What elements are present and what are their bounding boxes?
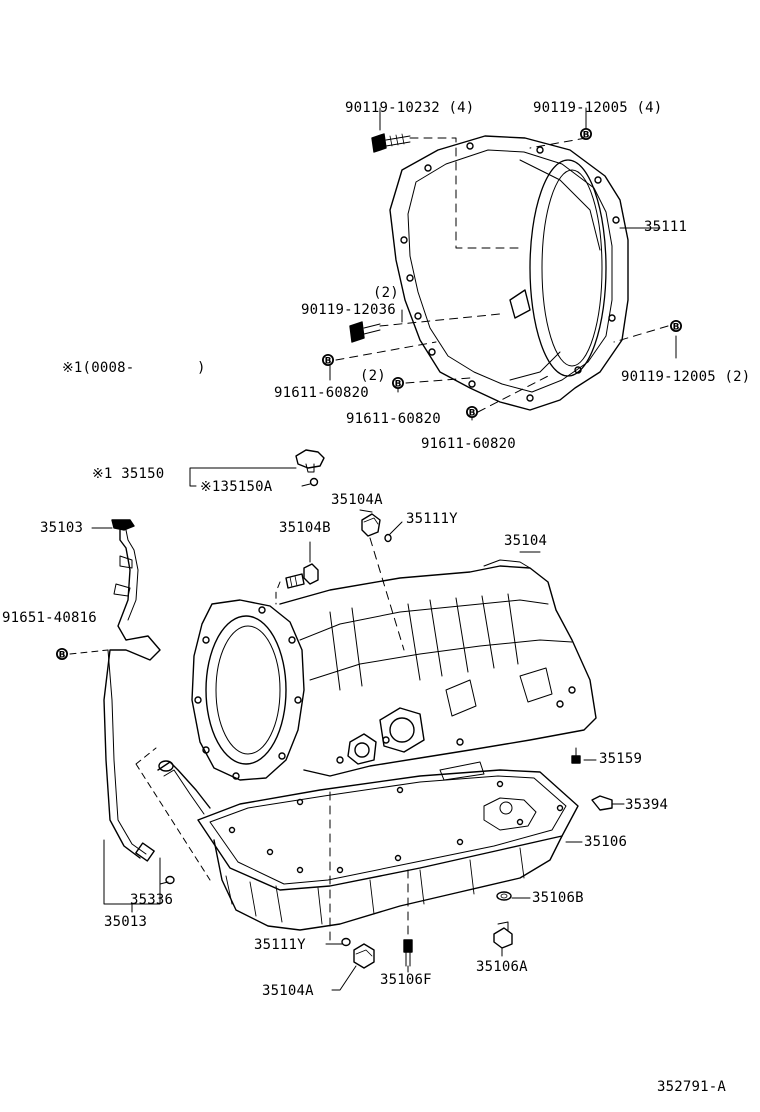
oring-upper-icon [384, 533, 392, 543]
label-drain-plug: 35106A [476, 959, 528, 975]
label-bolt-top-left: 90119-10232 (4) [345, 100, 475, 116]
circle-b-icon: B [392, 377, 404, 390]
label-oring-upper: 35111Y [406, 511, 458, 527]
bolt-top-left-icon [371, 133, 411, 153]
label-oil-pan: 35106 [584, 834, 628, 850]
label-stud-2: 91611-60820 [346, 411, 441, 427]
bolt-mid-icon [349, 321, 381, 343]
gasket-icon [496, 891, 512, 901]
svg-text:B: B [59, 651, 66, 661]
label-solenoid-sensor: ※1 35150 [92, 466, 165, 482]
circle-b-icon: B [670, 320, 682, 333]
fitting-icon [285, 563, 319, 589]
solenoid-sensor-icon [295, 449, 325, 487]
label-bolt-mid-qty: (2) [373, 285, 399, 301]
label-strainer: 35394 [625, 797, 669, 813]
label-bolt-pan: 35106F [380, 972, 432, 988]
label-gasket: 35106B [532, 890, 584, 906]
transmission-case [191, 559, 597, 781]
label-figure-code: 352791-A [657, 1079, 727, 1095]
label-note-range-close: ) [197, 360, 206, 376]
magnet-icon [571, 755, 581, 764]
label-housing: 35111 [644, 219, 688, 235]
circle-b-markers: B B B B B B [56, 128, 682, 661]
circle-b-icon: B [466, 406, 478, 419]
label-magnet: 35159 [599, 751, 643, 767]
circle-b-icon: B [56, 648, 68, 661]
label-bolt-top-right: 90119-12005 (4) [533, 100, 663, 116]
label-solenoid-sensor-oring: ※135150A [200, 479, 273, 495]
label-fitting: 35104B [279, 520, 331, 536]
oring-lower-icon [341, 937, 351, 947]
label-tube-assy: 35013 [104, 914, 148, 930]
label-note-range: ※1(0008- [62, 360, 135, 376]
label-plug-lower: 35104A [262, 983, 314, 999]
filler-tube-icon [157, 760, 211, 815]
svg-text:B: B [583, 131, 590, 141]
label-stud-1-qty: (2) [360, 368, 386, 384]
plug-lower-icon [353, 943, 375, 969]
label-oring-tube: 35336 [130, 892, 174, 908]
plug-upper-icon [361, 513, 381, 537]
label-oring-lower: 35111Y [254, 937, 306, 953]
circle-b-icon: B [322, 354, 334, 367]
svg-text:B: B [673, 323, 680, 333]
oil-pan [197, 761, 579, 931]
label-stud-1: 91611-60820 [274, 385, 369, 401]
label-bolt-right-lower: 90119-12005 (2) [621, 369, 751, 385]
bolt-pan-icon [403, 939, 413, 967]
svg-text:B: B [325, 357, 332, 367]
label-stud-dipstick: 91651-40816 [2, 610, 97, 626]
label-case: 35104 [504, 533, 548, 549]
label-dipstick: 35103 [40, 520, 84, 536]
label-stud-3: 91611-60820 [421, 436, 516, 452]
transmission-housing [389, 135, 629, 411]
svg-text:B: B [395, 380, 402, 390]
dipstick-icon [103, 519, 161, 862]
label-plug-upper: 35104A [331, 492, 383, 508]
label-bolt-mid: 90119-12036 [301, 302, 396, 318]
drain-plug-icon [493, 921, 513, 949]
svg-text:B: B [469, 409, 476, 419]
strainer-clip-icon [591, 795, 613, 811]
circle-b-icon: B [580, 128, 592, 141]
oring-tube-icon [165, 875, 175, 885]
